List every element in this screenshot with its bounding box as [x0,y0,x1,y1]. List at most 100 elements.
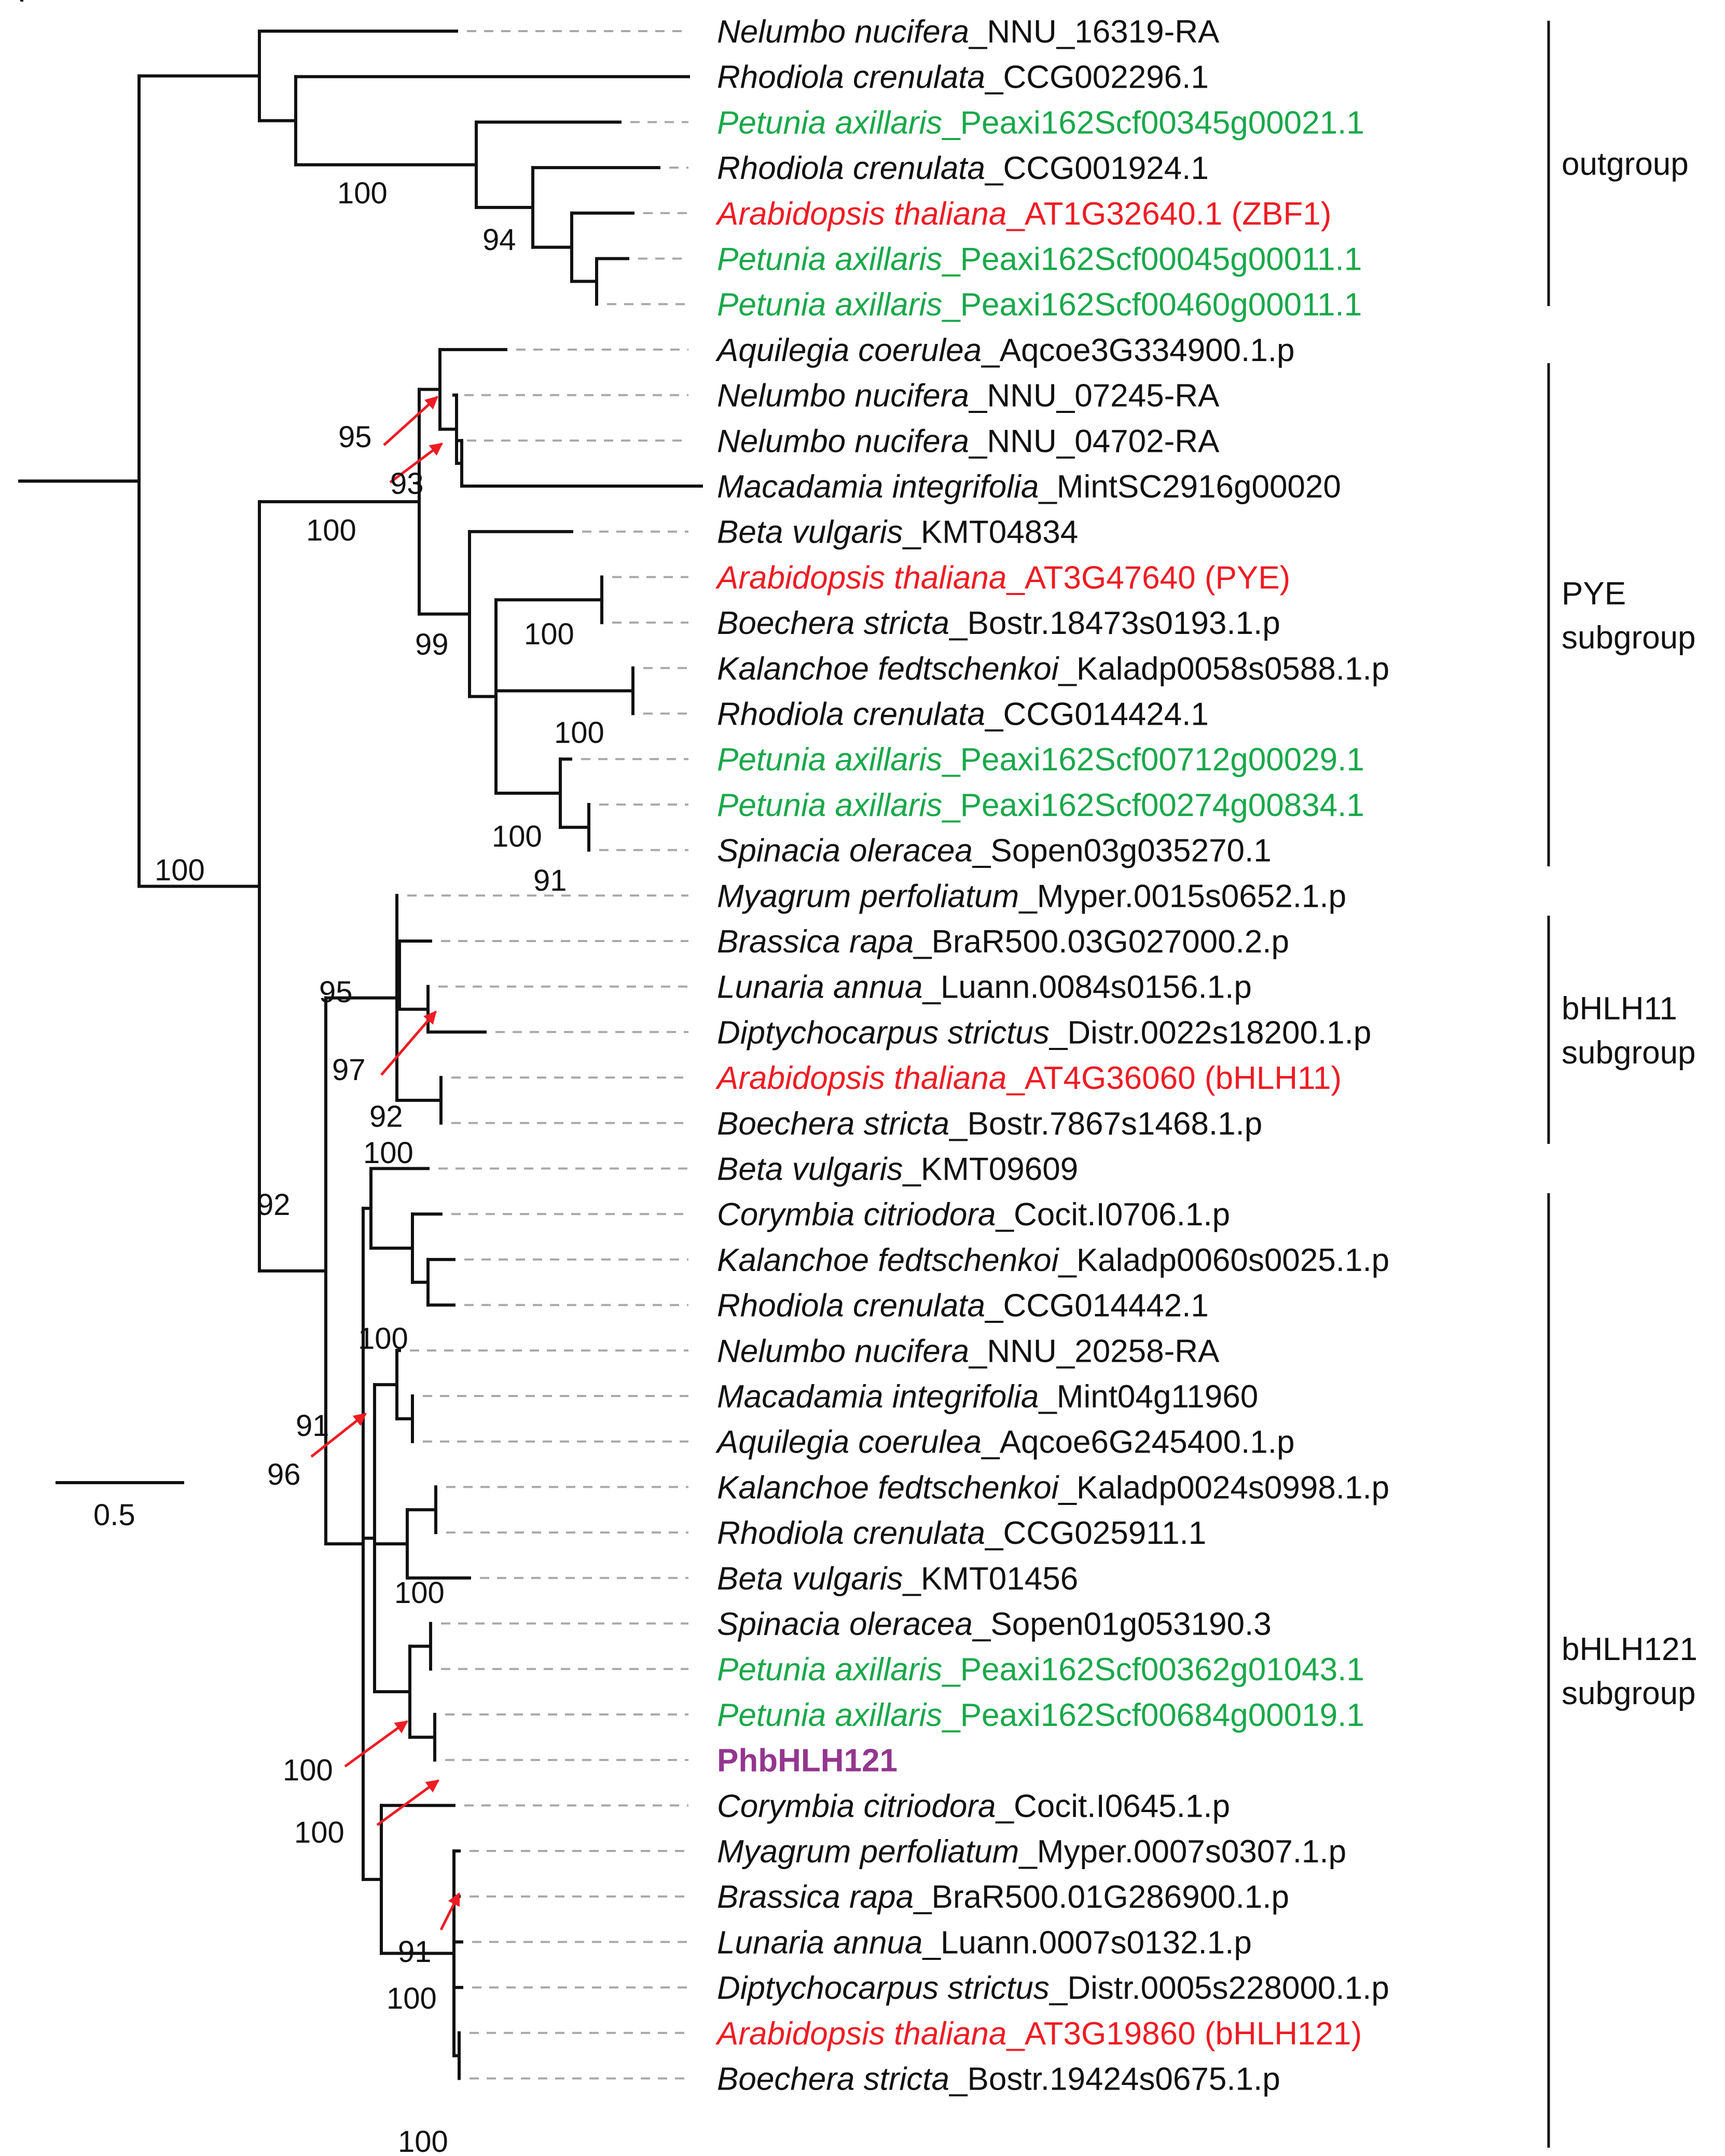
leaf-separator: _ [969,378,988,414]
leaf-separator: _ [972,1607,991,1642]
leaf-separator: _ [969,423,988,459]
leaf-separator: _ [981,333,1000,368]
leaf-label: Rhodiola crenulata_CCG025911.1 [717,1515,1206,1551]
leaf-id: Aqcoe6G245400.1.p [1000,1425,1295,1460]
leaf-species: Rhodiola crenulata [717,1515,985,1551]
leaf-separator: _ [902,515,921,550]
leaf-species: Arabidopsis thaliana [715,560,1006,596]
leaf-separator: _ [922,1925,941,1960]
group-label-line2: subgroup [1562,620,1696,656]
leaf-label: Rhodiola crenulata_CCG001924.1 [717,150,1209,186]
leaf-separator: _ [949,1106,968,1142]
leaf-id: BraR500.01G286900.1.p [932,1879,1289,1915]
support-value: 100 [283,1753,333,1787]
support-value: 92 [369,1100,403,1134]
leaf-label: Lunaria annua_Luann.0007s0132.1.p [717,1925,1252,1960]
support-value: 95 [319,975,353,1009]
support-arrow [383,396,438,446]
leaf-label: Aquilegia coerulea_Aqcoe3G334900.1.p [715,333,1294,368]
leaf-id: NNU_04702-RA [987,423,1220,459]
leaf-id: KMT01456 [921,1561,1078,1597]
leaf-species: Diptychocarpus strictus [717,1970,1050,2006]
leaf-label: Beta vulgaris_KMT01456 [717,1561,1078,1597]
leaf-id: Aqcoe3G334900.1.p [1000,333,1295,368]
leaf-species: Aquilegia coerulea [715,333,982,368]
leaf-separator: _ [972,833,991,869]
scale-bar-label: 0.5 [93,1498,135,1532]
leaf-species: Beta vulgaris [717,1561,903,1597]
support-value: 100 [524,617,574,651]
leaf-species: Boechera stricta [717,2062,949,2097]
leaf-label: Boechera stricta_Bostr.7867s1468.1.p [717,1106,1262,1142]
leaf-id: KMT09609 [921,1152,1078,1187]
leaf-separator: _ [949,2062,968,2097]
support-value: 100 [394,1576,445,1610]
leaf-separator: _ [1006,2016,1025,2052]
leaf-species: Petunia axillaris [717,1697,942,1733]
support-value: 95 [338,420,372,454]
leaf-species: Kalanchoe fedtschenkoi [717,1470,1060,1505]
leaf-separator: _ [1006,196,1025,232]
leaf-id: CCG002296.1 [1003,60,1209,95]
leaf-label: Diptychocarpus strictus_Distr.0005s22800… [717,1970,1389,2006]
leaf-species: Arabidopsis thaliana [715,1060,1006,1096]
support-arrow [439,1892,461,1931]
leaf-label: Arabidopsis thaliana_AT1G32640.1 (ZBF1) [715,196,1331,232]
support-value: 92 [257,1188,291,1222]
leaf-label: Spinacia oleracea_Sopen03g035270.1 [717,833,1272,869]
leaf-label: Petunia axillaris_Peaxi162Scf00345g00021… [717,105,1364,141]
support-value: 100 [306,514,356,547]
group-label: bHLH11 [1562,991,1677,1027]
leaf-label: Brassica rapa_BraR500.03G027000.2.p [717,924,1289,960]
leaf-separator: _ [985,150,1004,186]
leaf-species: Petunia axillaris [717,287,942,323]
leaf-id: Sopen01g053190.3 [990,1607,1271,1642]
leaf-id: Peaxi162Scf00345g00021.1 [960,105,1364,141]
leaf-id: NNU_07245-RA [987,378,1220,414]
leaf-label: Nelumbo nucifera_NNU_20258-RA [717,1333,1220,1369]
support-value: 100 [358,1322,408,1356]
leaf-separator: _ [913,1879,932,1915]
leaf-id: Kaladp0058s0588.1.p [1077,651,1389,687]
leaf-label: Myagrum perfoliatum_Myper.0015s0652.1.p [717,878,1346,914]
leaf-suffix: (bHLH11) [1196,1060,1342,1096]
leaf-separator: _ [1049,1970,1068,2006]
leaf-id: Bostr.7867s1468.1.p [967,1106,1262,1142]
leaf-species: Boechera stricta [717,1106,949,1142]
group-label: outgroup [1562,146,1689,182]
leaf-separator: _ [981,1425,1000,1460]
support-value: 100 [554,716,604,750]
support-value: 100 [398,2125,448,2156]
leaf-species: Petunia axillaris [717,742,942,778]
leaf-species: Lunaria annua [717,1925,922,1960]
leaf-suffix: (ZBF1) [1222,196,1331,232]
tree-branches [18,0,703,2080]
leaf-species: Beta vulgaris [717,1152,903,1187]
leaf-id: AT1G32640.1 [1025,196,1222,232]
leaf-separator: _ [902,1561,921,1597]
support-value: 99 [415,628,449,661]
leaf-id: Distr.0022s18200.1.p [1067,1015,1371,1051]
leaf-separator: _ [942,242,961,278]
leaf-label: Petunia axillaris_Peaxi162Scf00684g00019… [717,1697,1364,1733]
leaf-separator: _ [1058,1470,1077,1505]
leaf-species: Brassica rapa [717,1879,914,1915]
leaf-separator: _ [1058,651,1077,687]
group-brackets: outgroupPYEsubgroupbHLH11subgroupbHLH121… [1547,21,1698,2148]
leaf-separator: _ [996,1197,1015,1233]
leaf-species: Nelumbo nucifera [717,1333,969,1369]
scale-bar: 0.5 [56,1481,184,1532]
leaf-species: Petunia axillaris [717,1652,942,1688]
leaf-id: Luann.0007s0132.1.p [941,1925,1252,1960]
leaf-id: Luann.0084s0156.1.p [941,970,1252,1005]
support-value: 96 [267,1458,301,1491]
leaf-species: Spinacia oleracea [717,1607,973,1642]
leaf-label: Arabidopsis thaliana_AT3G19860 (bHLH121) [715,2016,1362,2052]
leaf-separator: _ [969,1333,988,1369]
leaf-separator: _ [969,14,988,50]
leaf-label: Kalanchoe fedtschenkoi_Kaladp0024s0998.1… [717,1470,1389,1505]
leaf-id: Peaxi162Scf00712g00029.1 [960,742,1364,778]
support-value: 93 [390,467,424,501]
